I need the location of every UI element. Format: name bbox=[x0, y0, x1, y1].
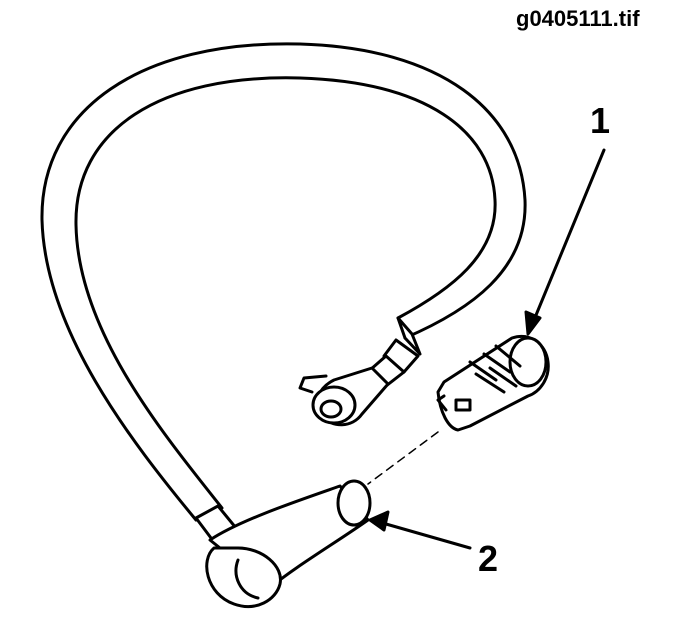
boot-adapter bbox=[436, 335, 550, 432]
spark-plug-boot bbox=[194, 479, 372, 608]
alignment-dashed-line bbox=[367, 431, 439, 485]
wire-end-connector bbox=[298, 316, 422, 427]
ignition-wire bbox=[40, 42, 527, 522]
leader-line-2 bbox=[368, 510, 472, 550]
leader-line-1 bbox=[524, 148, 606, 336]
callout-number-2: 2 bbox=[478, 538, 499, 579]
figure-file-name: g0405111.tif bbox=[516, 6, 640, 31]
callout-number-1: 1 bbox=[590, 100, 611, 141]
